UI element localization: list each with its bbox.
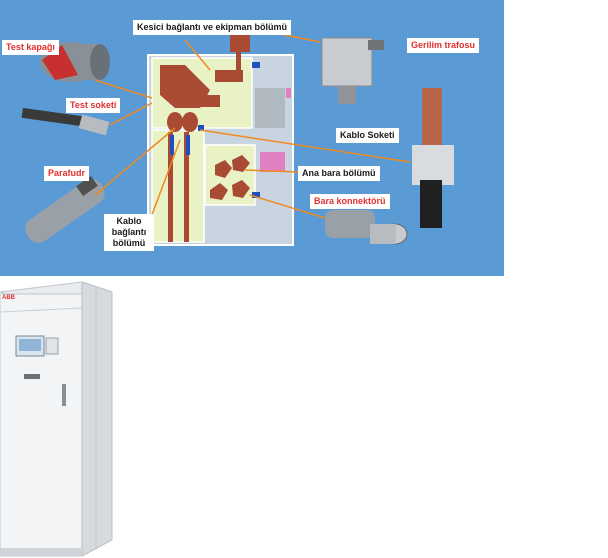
label-cable-compartment: Kablo bağlantı bölümü xyxy=(104,214,154,251)
busbar-connector-device xyxy=(325,210,408,245)
pink-indicator xyxy=(260,152,285,172)
abb-logo: ABB xyxy=(2,295,15,301)
switchgear-cabinet-photo: ABB xyxy=(0,280,120,558)
insulator-left xyxy=(167,112,183,132)
cable-termination-1 xyxy=(170,135,174,155)
cable-conductor-2 xyxy=(184,132,189,242)
label-busbar-connector: Bara konnektörü xyxy=(310,194,390,209)
busbar-2 xyxy=(232,155,250,172)
label-cable-socket: Kablo Soketi xyxy=(336,128,399,143)
leader-lines xyxy=(94,29,411,221)
surge-arrester-device xyxy=(25,175,105,243)
label-test-socket: Test soketi xyxy=(66,98,121,113)
label-breaker-compartment: Kesici bağlantı ve ekipman bölümü xyxy=(133,20,292,35)
cabinet-illustration xyxy=(0,281,113,557)
busbar-1 xyxy=(215,160,232,178)
vt-fuse xyxy=(230,30,250,52)
label-main-busbar: Ana bara bölümü xyxy=(298,166,380,181)
switchgear-diagram xyxy=(21,29,454,246)
label-surge-arrester: Parafudr xyxy=(44,166,90,181)
blue-detail-2 xyxy=(252,192,260,198)
cable-termination-2 xyxy=(186,135,190,155)
vt-connector xyxy=(236,50,241,72)
busbar-4 xyxy=(232,180,250,198)
voltage-transformer-device xyxy=(321,37,384,104)
label-test-cover: Test kapağı xyxy=(2,40,59,55)
label-voltage-transformer: Gerilim trafosu xyxy=(407,38,480,53)
blue-detail-3 xyxy=(198,125,204,131)
side-marker xyxy=(286,88,291,98)
insulator-right xyxy=(182,112,198,132)
busbar-3 xyxy=(210,183,228,200)
breaker-arm xyxy=(215,70,243,82)
blue-detail-1 xyxy=(252,62,260,68)
test-socket-device xyxy=(21,107,110,136)
cable-socket-device xyxy=(412,88,454,228)
breaker-contact xyxy=(180,95,220,107)
side-door xyxy=(255,88,285,128)
diagram-panel: Kesici bağlantı ve ekipman bölümü Test k… xyxy=(0,0,504,276)
cable-conductor-1 xyxy=(168,132,173,242)
